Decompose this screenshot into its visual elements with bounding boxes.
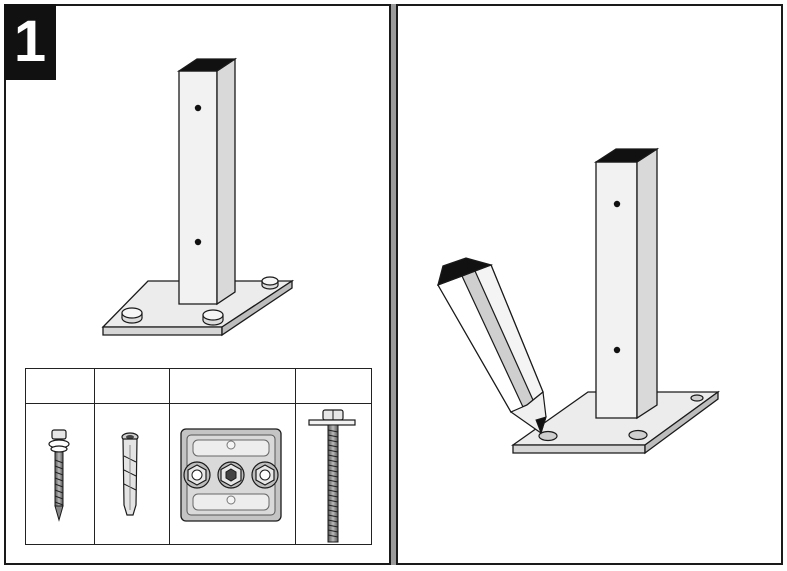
hex-nut-icon [251, 461, 279, 489]
panel-divider [391, 4, 396, 565]
bolt-head-icon [261, 276, 279, 290]
anchor-plate-icon [180, 428, 282, 522]
pencil-icon [437, 257, 547, 435]
square-post [593, 147, 660, 420]
parts-col-divider [295, 369, 296, 544]
lag-screw-icon [48, 429, 70, 522]
step-number-badge: 1 [4, 4, 56, 80]
threaded-bolt-icon [308, 409, 356, 543]
hex-nut-icon [183, 461, 211, 489]
parts-table [25, 368, 372, 545]
wall-plug-icon [121, 432, 139, 516]
square-post [176, 57, 238, 306]
parts-col-divider [169, 369, 170, 544]
post-marking-assembly [437, 147, 721, 455]
parts-col-divider [94, 369, 95, 544]
bolt-head-icon [121, 307, 143, 324]
post-base-assembly [101, 57, 295, 337]
parts-table-header-row [26, 369, 371, 404]
hex-nut-icon [217, 461, 245, 489]
bolt-head-icon [202, 309, 224, 326]
